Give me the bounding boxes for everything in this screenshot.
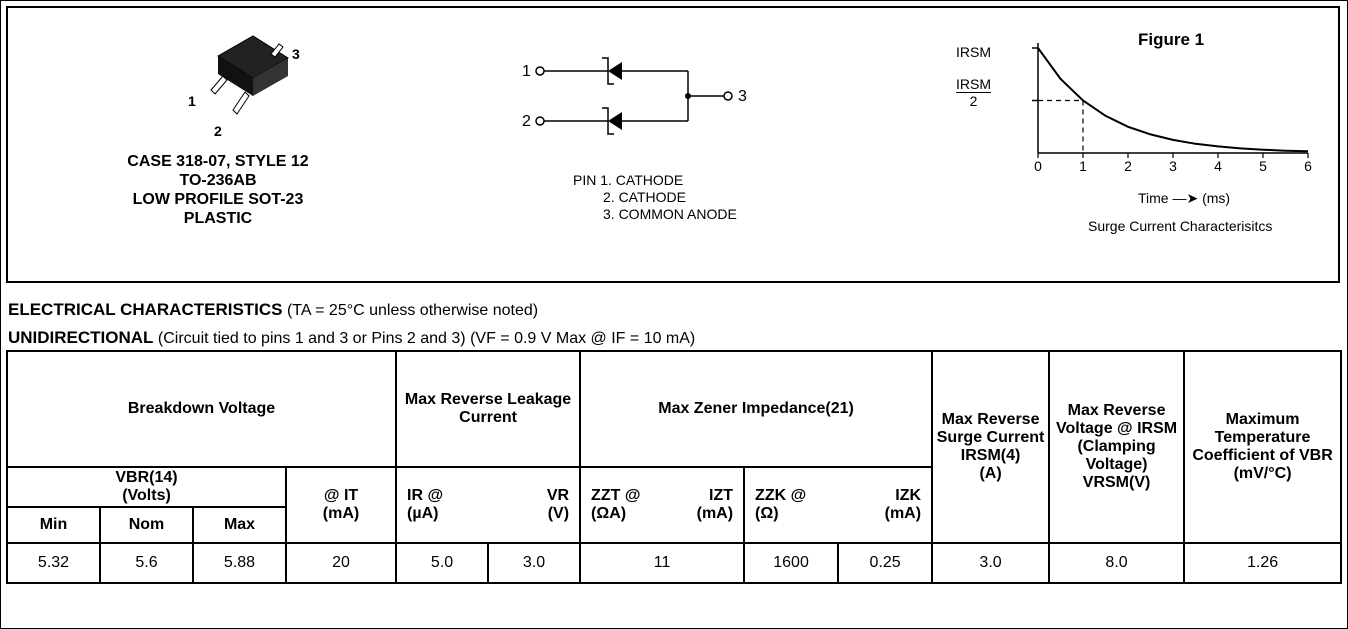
header-temp-unit: (mV/°C) xyxy=(1233,465,1292,482)
schematic-pin-1-label: 1 xyxy=(522,63,531,80)
cell-it: 20 xyxy=(284,542,398,584)
header-temp-label: Maximum Temperature Coefficient of VBR xyxy=(1192,411,1333,464)
sot23-package-drawing xyxy=(210,35,289,115)
table-row: 5.32 5.6 5.88 20 5.0 3.0 11 1600 0.25 3.… xyxy=(6,542,1343,584)
header-temperature-coefficient: Maximum Temperature Coefficient of VBR (… xyxy=(1183,350,1343,544)
header-max: Max xyxy=(192,506,287,544)
chart-x-label: Time —➤ (ms) xyxy=(1138,190,1231,206)
header-breakdown-voltage: Breakdown Voltage xyxy=(5,350,398,468)
electrical-conditions: (TA = 25°C unless otherwise noted) xyxy=(282,302,539,319)
header-max-reverse-surge-current: Max Reverse Surge Current IRSM(4) (A) xyxy=(931,350,1051,544)
header-izk-symbol: IZK xyxy=(895,487,922,504)
schematic-pin-2-label: 2 xyxy=(522,113,531,130)
header-vbr-unit: (Volts) xyxy=(122,487,171,504)
chart-y-top-label: IRSM xyxy=(956,44,991,60)
header-izt-symbol: IZT xyxy=(709,487,734,504)
package-caption: CASE 318-07, STYLE 12 TO-236AB LOW PROFI… xyxy=(93,152,343,228)
package-pin-2-label: 2 xyxy=(214,123,222,139)
header-test-current: @ IT (mA) xyxy=(284,466,398,544)
header-it-symbol: @ IT xyxy=(323,487,359,504)
top-panel: 1 2 3 CASE 318-07, STYLE 12 TO-236AB LOW… xyxy=(6,6,1340,283)
cell-zzt: 11 xyxy=(579,542,746,584)
cell-izk: 0.25 xyxy=(837,542,934,584)
header-max-reverse-leakage: Max Reverse Leakage Current xyxy=(395,350,582,468)
header-zzk-unit: (Ω) xyxy=(755,505,779,522)
pin-description: 3. COMMON ANODE xyxy=(603,206,737,222)
figure-title: Figure 1 xyxy=(1138,30,1205,49)
chart-y-mid-label: IRSM 2 xyxy=(956,76,991,109)
package-caption-line: LOW PROFILE SOT-23 xyxy=(132,191,304,208)
cell-vrsm: 8.0 xyxy=(1048,542,1186,584)
chart-decay-curve xyxy=(1037,47,1309,153)
spec-table: Breakdown Voltage Max Reverse Leakage Cu… xyxy=(5,350,1343,584)
header-surge-symbol: IRSM(4) xyxy=(960,447,1021,464)
chart-y-mid-denominator: 2 xyxy=(969,93,978,109)
header-zzt-symbol: ZZT @ xyxy=(591,487,641,504)
header-izk-unit: (mA) xyxy=(884,505,922,522)
header-it-unit: (mA) xyxy=(322,505,360,522)
chart-x-tick-label: 1 xyxy=(1079,158,1087,174)
header-ir-vr: IR @ VR (µA) (V) xyxy=(395,466,582,544)
header-clamping-voltage: Max Reverse Voltage @ IRSM (Clamping Vol… xyxy=(1048,350,1186,544)
chart-x-tick-label: 4 xyxy=(1214,158,1222,174)
header-clamp-symbol: VRSM(V) xyxy=(1082,474,1151,491)
chart-y-mid-numerator: IRSM xyxy=(956,76,991,93)
pin-description-list: PIN 1. CATHODE 2. CATHODE 3. COMMON ANOD… xyxy=(573,172,737,223)
cell-vbr-max: 5.88 xyxy=(192,542,287,584)
package-caption-line: CASE 318-07, STYLE 12 xyxy=(127,153,309,170)
schematic-pin-3-label: 3 xyxy=(738,88,747,105)
header-vbr-symbol: VBR(14) xyxy=(115,469,178,486)
chart-x-ticks: 0 1 2 3 4 5 6 xyxy=(1018,158,1318,178)
header-min: Min xyxy=(6,506,101,544)
cell-temp-coeff: 1.26 xyxy=(1183,542,1343,584)
chart-x-tick-label: 6 xyxy=(1304,158,1312,174)
header-vr-symbol: VR xyxy=(546,487,570,504)
header-zzk-symbol: ZZK @ xyxy=(755,487,807,504)
cell-ir: 5.0 xyxy=(395,542,490,584)
cell-vbr-min: 5.32 xyxy=(6,542,101,584)
header-zzk-izk: ZZK @ IZK (Ω) (mA) xyxy=(743,466,934,544)
chart-subtitle: Surge Current Characterisitcs xyxy=(1088,218,1273,234)
chart-x-tick-label: 2 xyxy=(1124,158,1132,174)
chart-x-tick-label: 0 xyxy=(1034,158,1042,174)
package-pin-1-label: 1 xyxy=(188,93,196,109)
header-ir-symbol: IR @ xyxy=(407,487,444,504)
unidirectional-conditions: (Circuit tied to pins 1 and 3 or Pins 2 … xyxy=(153,330,696,347)
header-ir-unit: (µA) xyxy=(407,505,439,522)
header-zzt-izt: ZZT @ IZT (ΩA) (mA) xyxy=(579,466,746,544)
pin-description: PIN 1. CATHODE xyxy=(573,172,684,188)
surge-current-chart xyxy=(1032,43,1309,158)
header-zzt-unit: (ΩA) xyxy=(591,505,627,522)
header-surge-unit: (A) xyxy=(979,465,1002,482)
electrical-title: ELECTRICAL CHARACTERISTICS xyxy=(8,300,283,319)
chart-x-tick-label: 5 xyxy=(1259,158,1267,174)
pin-description: 2. CATHODE xyxy=(603,189,686,205)
package-pin-3-label: 3 xyxy=(292,46,300,62)
header-surge-label: Max Reverse Surge Current xyxy=(936,411,1045,446)
chart-x-tick-label: 3 xyxy=(1169,158,1177,174)
schematic-diagram xyxy=(535,57,733,135)
cell-zzk: 1600 xyxy=(743,542,840,584)
header-max-zener-impedance: Max Zener Impedance(21) xyxy=(579,350,934,468)
cell-vr: 3.0 xyxy=(487,542,582,584)
electrical-characteristics-heading: ELECTRICAL CHARACTERISTICS (TA = 25°C un… xyxy=(8,296,695,352)
header-nom: Nom xyxy=(99,506,194,544)
header-vr-unit: (V) xyxy=(547,505,570,522)
package-caption-line: PLASTIC xyxy=(183,210,253,227)
cell-irsm: 3.0 xyxy=(931,542,1051,584)
header-clamp-label: Max Reverse Voltage @ IRSM (Clamping Vol… xyxy=(1056,402,1178,473)
header-izt-unit: (mA) xyxy=(696,505,734,522)
cell-vbr-nom: 5.6 xyxy=(99,542,194,584)
unidirectional-title: UNIDIRECTIONAL xyxy=(8,328,154,347)
package-caption-line: TO-236AB xyxy=(179,172,257,189)
header-vbr: VBR(14) (Volts) xyxy=(6,466,287,507)
